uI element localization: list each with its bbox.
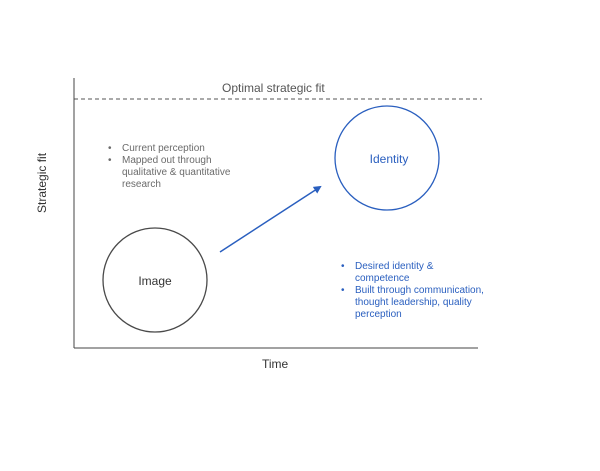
identity-notes-list: Desired identity & competence Built thro… — [340, 261, 510, 321]
y-axis-label: Strategic fit — [35, 152, 49, 213]
optimal-fit-label: Optimal strategic fit — [222, 81, 325, 95]
identity-circle — [334, 105, 440, 211]
growth-arrow — [219, 185, 322, 253]
image-notes-list: Current perception Mapped out through qu… — [107, 143, 267, 191]
x-axis-label: Time — [262, 357, 289, 371]
image-node-label: Image — [138, 274, 172, 288]
identity-note-item: Built through communication, thought lea… — [340, 285, 505, 321]
image-circle — [102, 227, 208, 333]
image-note-item: Current perception — [107, 143, 267, 155]
identity-node-label: Identity — [369, 152, 409, 166]
identity-note-item: Desired identity & competence — [340, 261, 455, 285]
image-note-item: Mapped out through qualitative & quantit… — [107, 155, 232, 191]
